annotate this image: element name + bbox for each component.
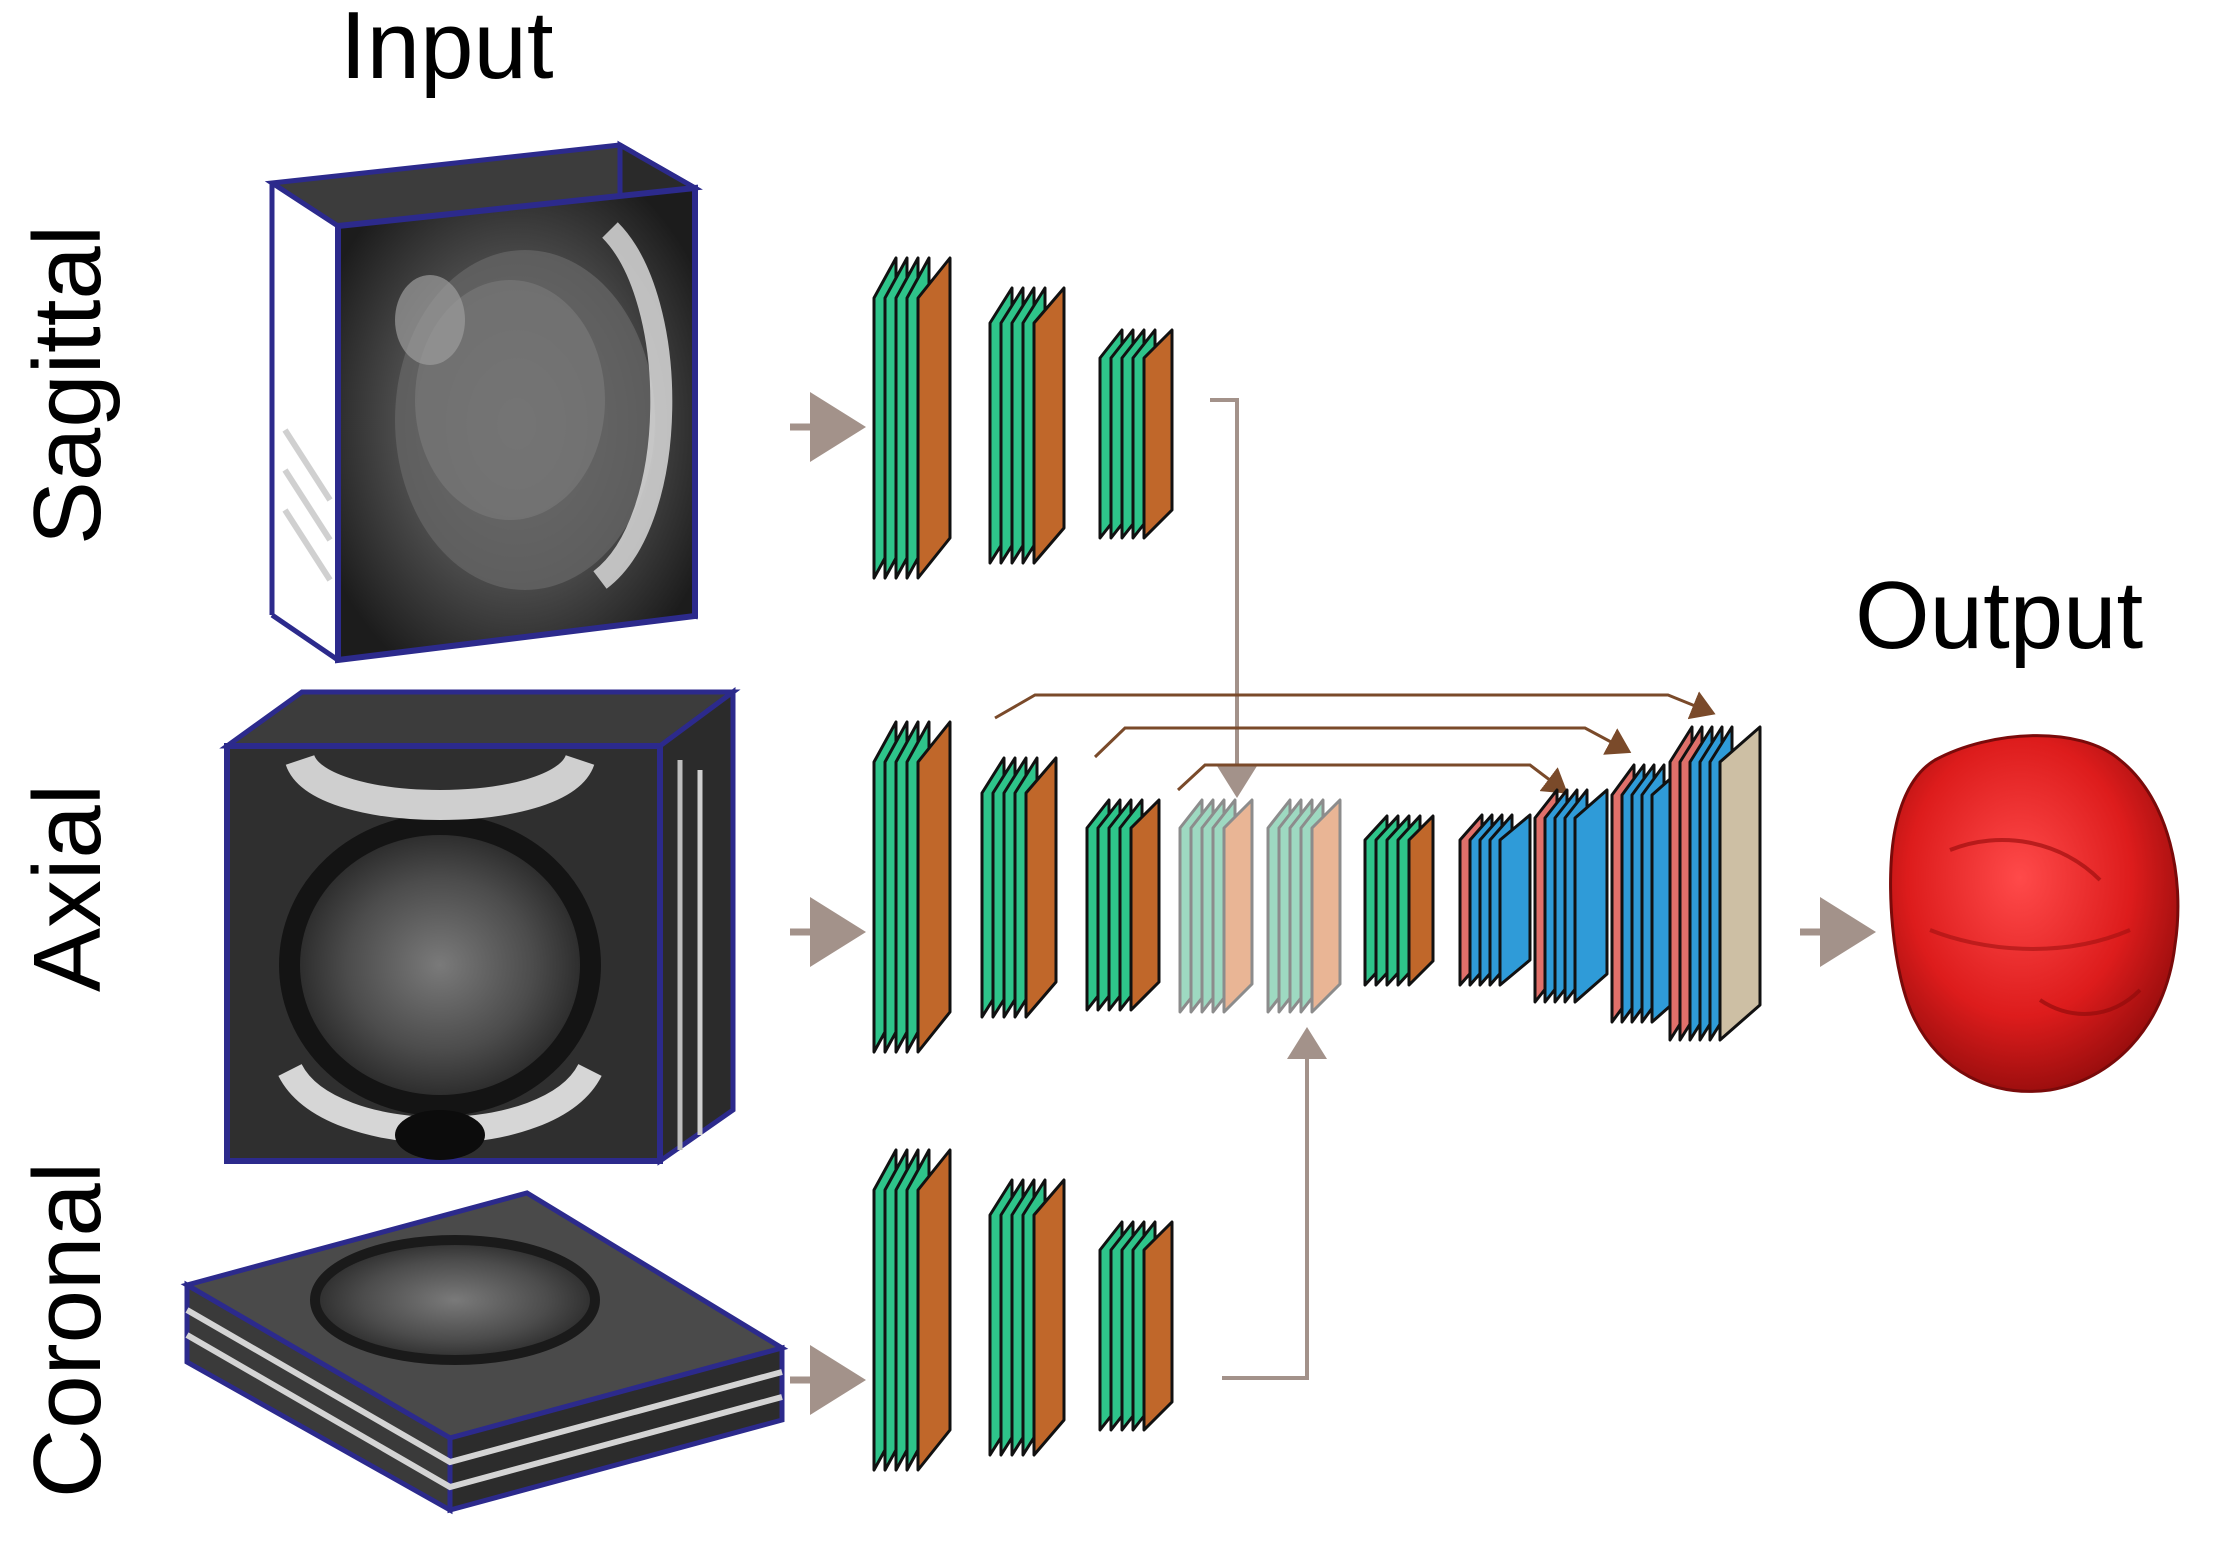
prostate-mesh-icon: [1891, 736, 2178, 1092]
input-title: Input: [340, 0, 554, 99]
pooling-feature-map: [1034, 1180, 1064, 1455]
pooling-feature-map: [918, 1150, 950, 1470]
coronal-fusion-connector: [1222, 1035, 1307, 1378]
coronal-input-volume: [187, 1193, 782, 1510]
pooling-feature-map: [1131, 800, 1159, 1010]
pooling-feature-map: [918, 722, 950, 1052]
sagittal-input-volume: [272, 145, 695, 660]
axial-label: Axial: [14, 784, 121, 992]
pooling-feature-map: [1144, 330, 1172, 538]
skip-connection-2: [1095, 728, 1626, 757]
mri-slice-icon: [227, 746, 660, 1161]
pooling-feature-map: [1312, 800, 1340, 1012]
pooling-feature-map: [918, 258, 950, 578]
upconv-feature-map: [1500, 815, 1530, 985]
pooling-feature-map: [1409, 816, 1433, 985]
coronal-label: Coronal: [14, 1162, 121, 1498]
pooling-feature-map: [1034, 288, 1064, 563]
pooling-feature-map: [1026, 758, 1056, 1017]
output-feature-map: [1720, 727, 1760, 1040]
pooling-feature-map: [1224, 800, 1252, 1012]
upconv-feature-map: [1575, 790, 1607, 1002]
mri-slice-icon: [315, 1240, 595, 1360]
output-title: Output: [1855, 562, 2143, 669]
pooling-feature-map: [1144, 1222, 1172, 1430]
sagittal-fusion-connector: [1210, 400, 1237, 790]
sagittal-label: Sagittal: [14, 225, 121, 545]
mri-slice-icon: [338, 188, 695, 660]
axial-input-volume: [227, 692, 733, 1161]
layer-stacks: [874, 258, 1760, 1470]
skip-connection-1: [995, 695, 1710, 718]
